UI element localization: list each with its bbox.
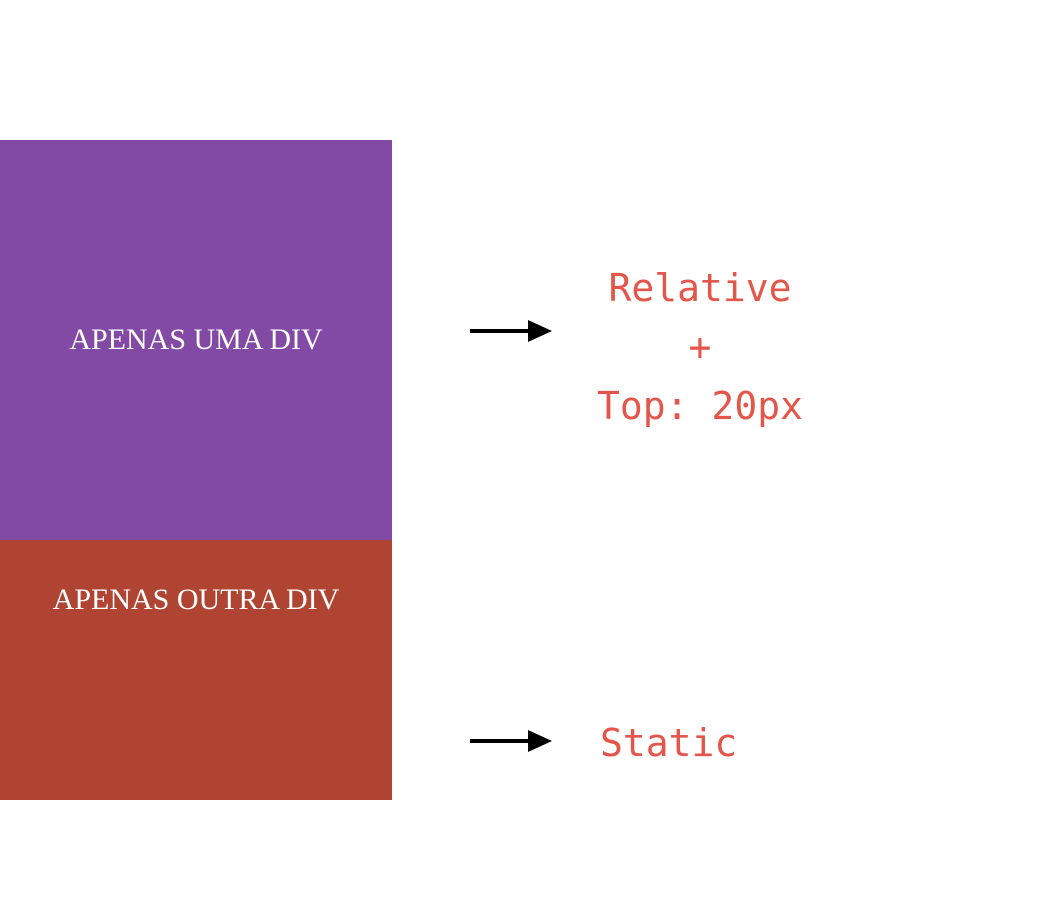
relative-div-label: APENAS UMA DIV	[69, 323, 323, 356]
right-arrow-icon	[470, 320, 552, 342]
relative-annotation: Relative + Top: 20px	[560, 259, 840, 436]
relative-div-box: APENAS UMA DIV	[0, 140, 392, 540]
relative-annotation-line-1: Relative	[608, 266, 792, 310]
relative-annotation-line-3: Top: 20px	[597, 384, 803, 428]
static-annotation-line-1: Static	[600, 721, 738, 765]
relative-annotation-line-2: +	[688, 325, 712, 369]
right-arrow-icon	[470, 730, 552, 752]
static-div-label: APENAS OUTRA DIV	[52, 583, 340, 616]
static-div-box: APENAS OUTRA DIV	[0, 540, 392, 800]
static-annotation: Static	[600, 714, 737, 773]
